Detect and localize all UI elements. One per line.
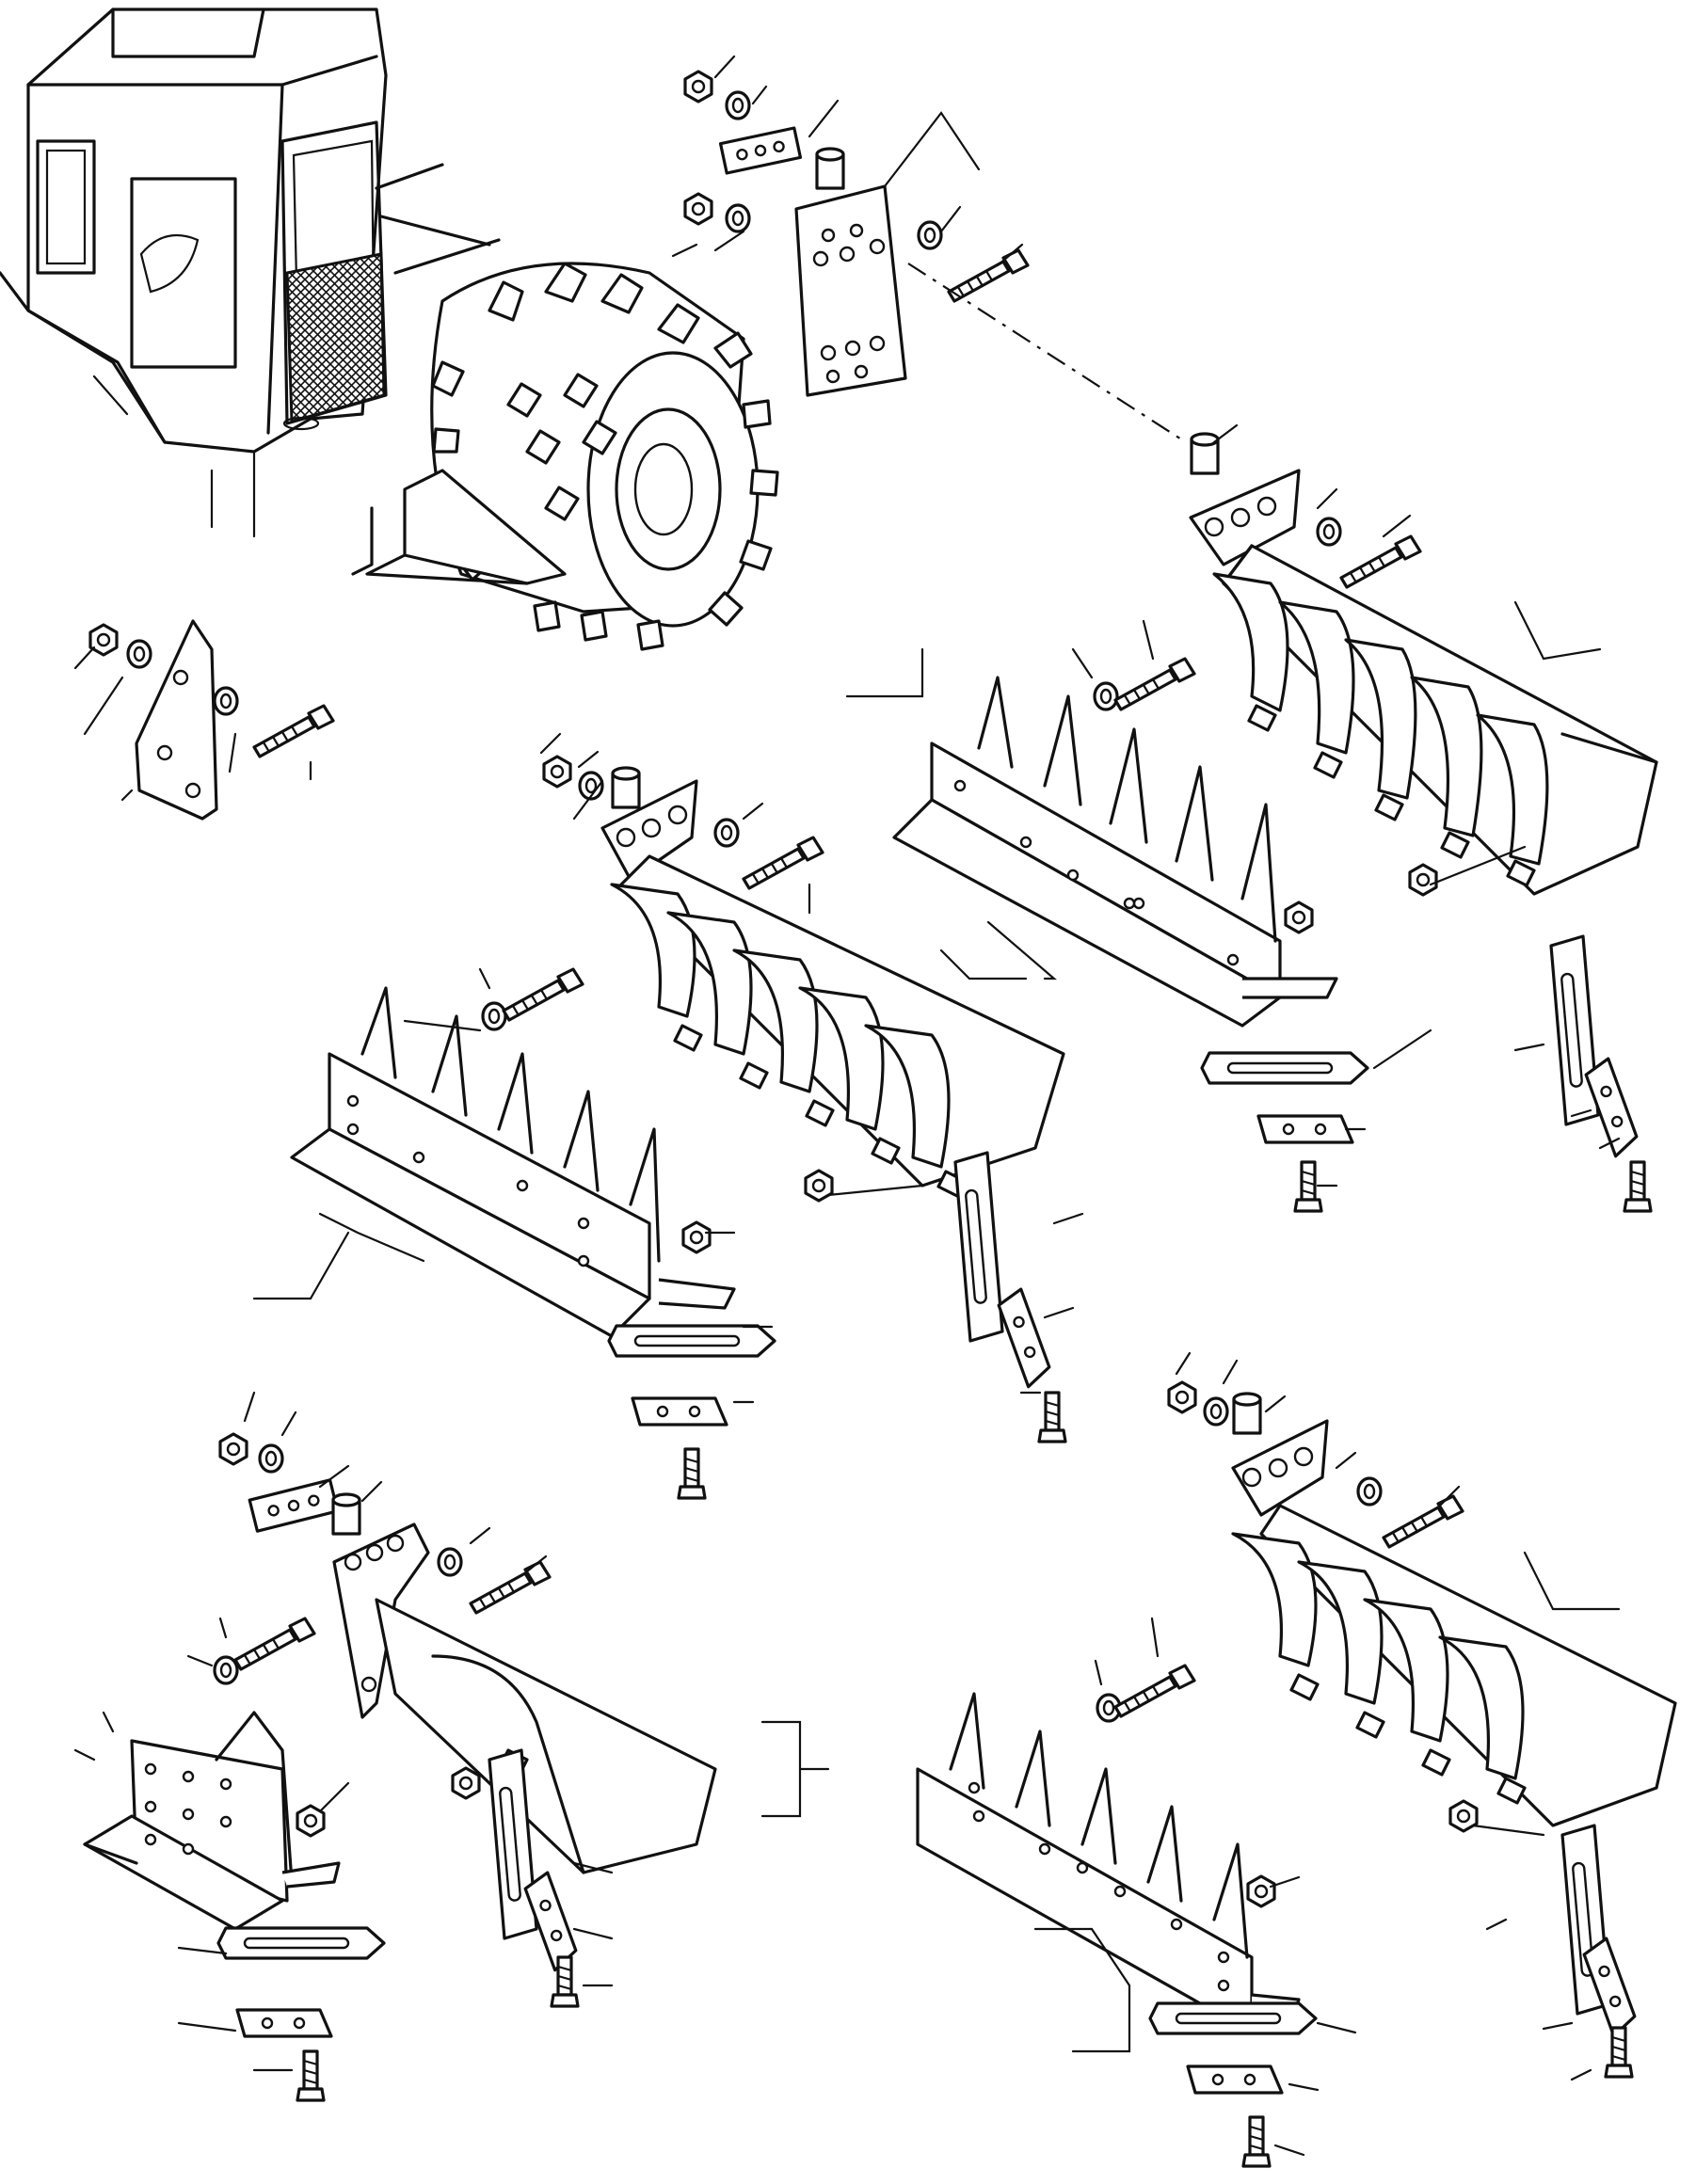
roller-drum: [351, 262, 779, 651]
angle-bracket-bottom-left: [73, 1711, 350, 1931]
scraper-assembly-right-top: [1189, 469, 1658, 896]
tips-bottom-left: [177, 1748, 614, 2102]
tips-center-lower: [607, 1151, 1084, 1500]
toothed-bar-bottom-right: [916, 1617, 1301, 2053]
scraper-assembly-bottom-left: [186, 1391, 830, 1874]
tips-bottom-right: [1148, 1799, 1640, 2168]
scraper-fins-bottom-right: [1231, 1532, 1525, 1780]
side-plate-left: [73, 619, 335, 821]
scraper-fins-center: [610, 883, 951, 1169]
tips-right-upper: [1200, 845, 1653, 1213]
cab-assembly: [0, 8, 501, 538]
bracket-plate-group-top: [671, 55, 1239, 475]
toothed-bar-upper: [845, 619, 1338, 1028]
scraper-assembly-bottom-right: [1167, 1351, 1677, 1827]
toothed-bar-lower: [252, 967, 736, 1338]
scraper-fins-right-top: [1212, 572, 1549, 866]
drum-feet: [431, 262, 779, 651]
